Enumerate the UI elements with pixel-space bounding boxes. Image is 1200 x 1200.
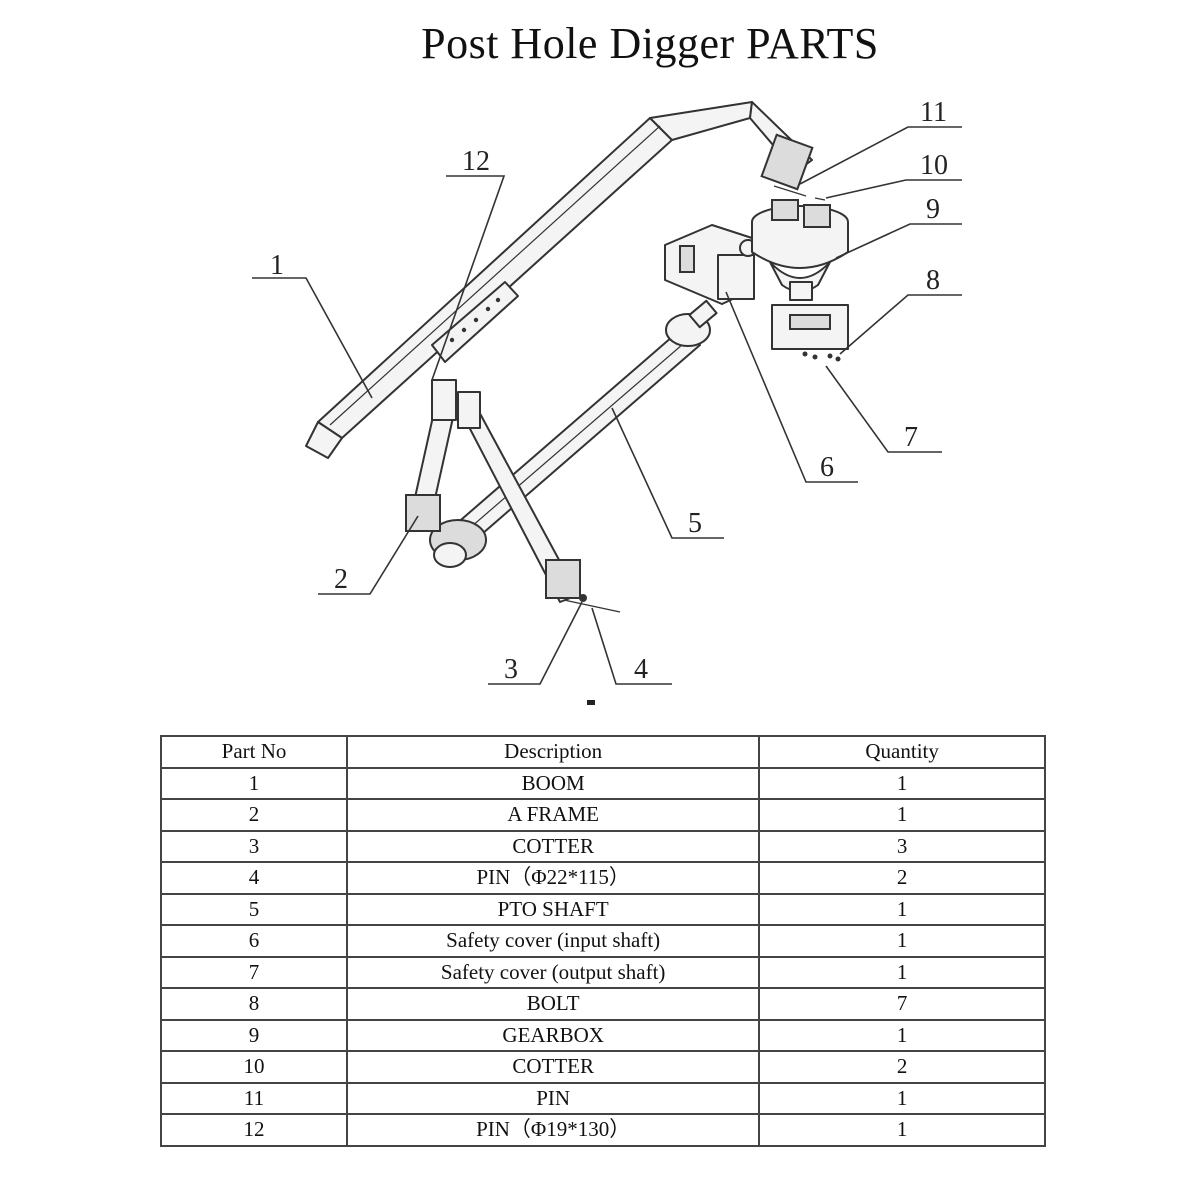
header-description: Description: [346, 735, 761, 769]
callout-6: 6: [820, 452, 834, 483]
cell-part-no: 4: [159, 861, 349, 895]
table-row: 8 BOLT 7: [159, 987, 1046, 1021]
cell-quantity: 2: [758, 1050, 1046, 1084]
table-row: 12 PIN（Φ19*130） 1: [159, 1113, 1046, 1147]
cell-quantity: 1: [758, 1113, 1046, 1147]
table-header-row: Part No Description Quantity: [159, 735, 1046, 769]
callout-2: 2: [334, 564, 348, 595]
cell-part-no: 3: [159, 829, 349, 863]
header-quantity: Quantity: [758, 735, 1046, 769]
callout-4: 4: [634, 654, 648, 685]
cell-part-no: 9: [159, 1018, 349, 1052]
cell-description: BOOM: [346, 766, 761, 800]
cell-quantity: 1: [758, 924, 1046, 958]
gearbox-drawing: [751, 199, 849, 301]
leader-lines: [252, 126, 962, 685]
cell-description: COTTER: [346, 829, 761, 863]
callout-12: 12: [462, 146, 490, 177]
a-frame-drawing: [405, 379, 621, 613]
header-part-no: Part No: [159, 735, 349, 769]
cell-description: A FRAME: [346, 798, 761, 832]
cell-part-no: 12: [159, 1113, 349, 1147]
callout-1: 1: [270, 250, 284, 281]
cell-quantity: 1: [758, 766, 1046, 800]
parts-table: Part No Description Quantity 1 BOOM 1 2 …: [159, 735, 1046, 1147]
cell-quantity: 1: [758, 955, 1046, 989]
cell-quantity: 2: [758, 861, 1046, 895]
table-row: 5 PTO SHAFT 1: [159, 892, 1046, 926]
cell-quantity: 1: [758, 892, 1046, 926]
boom-drawing: [305, 101, 814, 459]
table-row: 11 PIN 1: [159, 1081, 1046, 1115]
small-mark: [587, 700, 595, 705]
safety-cover-input-drawing: [664, 224, 757, 305]
cell-part-no: 11: [159, 1081, 349, 1115]
cell-quantity: 1: [758, 1018, 1046, 1052]
cell-description: BOLT: [346, 987, 761, 1021]
page-title: Post Hole Digger PARTS: [421, 19, 879, 68]
exploded-parts-diagram: 1 2 3 4 5 6 7 8 9 10 11 12: [252, 97, 962, 685]
table-row: 2 A FRAME 1: [159, 798, 1046, 832]
callout-5: 5: [688, 508, 702, 539]
cell-description: GEARBOX: [346, 1018, 761, 1052]
callout-3: 3: [504, 654, 518, 685]
callout-7: 7: [904, 422, 918, 453]
cell-description: PIN（Φ19*130）: [346, 1113, 761, 1147]
table-row: 9 GEARBOX 1: [159, 1018, 1046, 1052]
pto-shaft-drawing: [429, 299, 718, 568]
cell-quantity: 3: [758, 829, 1046, 863]
table-row: 10 COTTER 2: [159, 1050, 1046, 1084]
cell-description: COTTER: [346, 1050, 761, 1084]
cell-quantity: 1: [758, 1081, 1046, 1115]
table-row: 6 Safety cover (input shaft) 1: [159, 924, 1046, 958]
cell-description: Safety cover (input shaft): [346, 924, 761, 958]
cell-part-no: 5: [159, 892, 349, 926]
cell-part-no: 8: [159, 987, 349, 1021]
callout-11: 11: [920, 97, 947, 128]
cell-description: PTO SHAFT: [346, 892, 761, 926]
table-row: 3 COTTER 3: [159, 829, 1046, 863]
cell-description: Safety cover (output shaft): [346, 955, 761, 989]
cell-quantity: 7: [758, 987, 1046, 1021]
cell-description: PIN（Φ22*115）: [346, 861, 761, 895]
safety-cover-output-drawing: [771, 304, 849, 362]
callout-9: 9: [926, 194, 940, 225]
table-row: 7 Safety cover (output shaft) 1: [159, 955, 1046, 989]
cell-part-no: 10: [159, 1050, 349, 1084]
callout-8: 8: [926, 265, 940, 296]
cell-description: PIN: [346, 1081, 761, 1115]
table-row: 1 BOOM 1: [159, 766, 1046, 800]
cell-part-no: 7: [159, 955, 349, 989]
callout-10: 10: [920, 150, 948, 181]
cell-quantity: 1: [758, 798, 1046, 832]
table-row: 4 PIN（Φ22*115） 2: [159, 861, 1046, 895]
cell-part-no: 1: [159, 766, 349, 800]
cell-part-no: 6: [159, 924, 349, 958]
cell-part-no: 2: [159, 798, 349, 832]
